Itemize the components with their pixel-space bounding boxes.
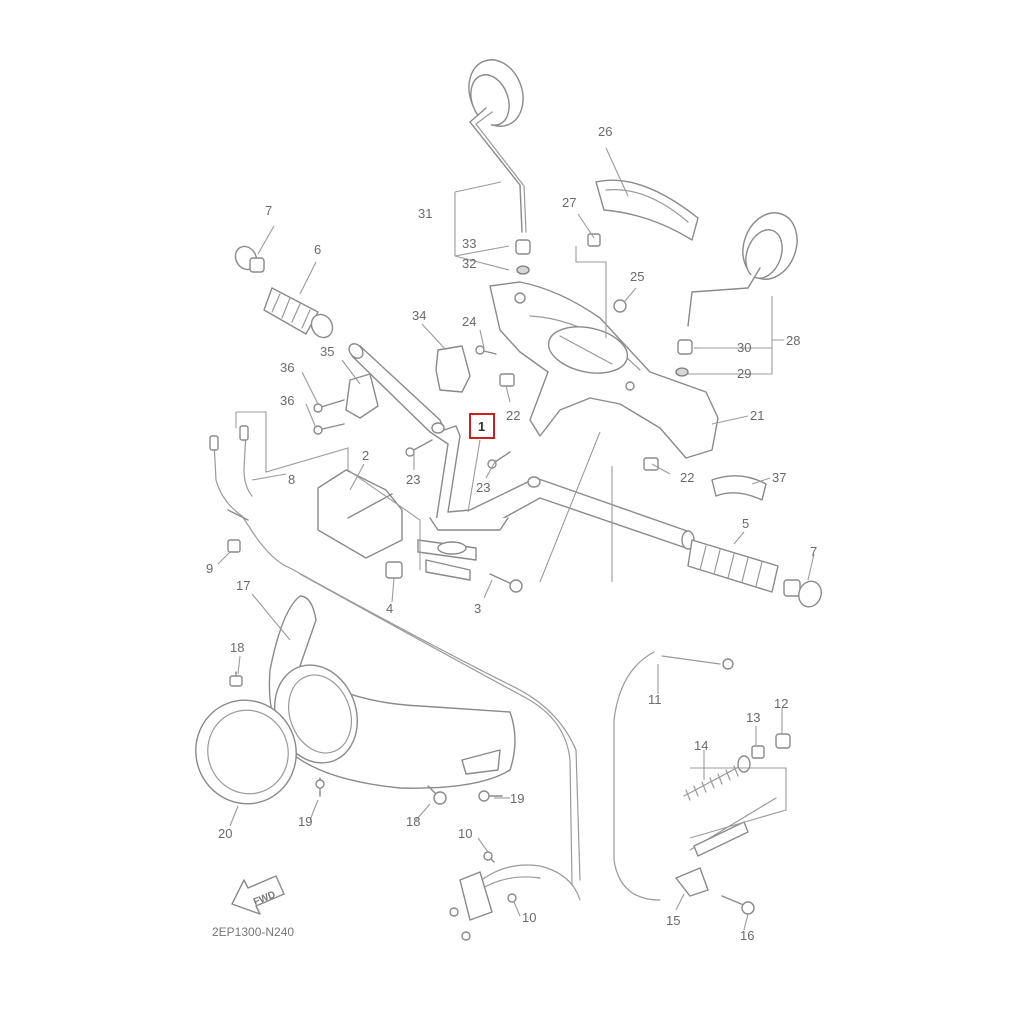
clip-22-left[interactable] — [499, 373, 515, 387]
callout-6: 6 — [314, 242, 321, 257]
bracket-15[interactable] — [675, 867, 709, 897]
bolt-9[interactable] — [227, 539, 241, 553]
holder-34[interactable] — [435, 345, 471, 393]
screw-36-lower[interactable] — [313, 423, 345, 435]
callout-11: 11 — [648, 692, 662, 707]
bolt-3[interactable] — [489, 573, 523, 593]
nut-4[interactable] — [385, 561, 403, 579]
spring-14[interactable] — [683, 755, 751, 801]
highlight-callout-1[interactable]: 1 — [469, 413, 495, 439]
callout-24: 24 — [462, 314, 476, 329]
callout-12: 12 — [774, 696, 788, 711]
nut-13[interactable] — [751, 745, 765, 759]
callout-32: 32 — [462, 256, 476, 271]
nut-32[interactable] — [516, 265, 530, 275]
grip-left-6[interactable] — [263, 287, 337, 341]
callout-17: 17 — [236, 578, 250, 593]
callout-10-lower: 10 — [522, 910, 536, 925]
callout-19-left: 19 — [298, 814, 312, 829]
callout-21: 21 — [750, 408, 764, 423]
callout-31: 31 — [418, 206, 432, 221]
screw-25[interactable] — [613, 299, 627, 313]
screw-19-right[interactable] — [478, 790, 503, 802]
callout-36-upper: 36 — [280, 360, 294, 375]
brake-cable-11[interactable] — [613, 651, 734, 901]
clamp-set[interactable] — [417, 539, 477, 581]
callout-20: 20 — [218, 826, 232, 841]
callout-14: 14 — [694, 738, 708, 753]
callout-16: 16 — [740, 928, 754, 943]
callout-8: 8 — [288, 472, 295, 487]
callout-18-lower: 18 — [406, 814, 420, 829]
screw-19-left[interactable] — [315, 777, 325, 797]
callout-22-right: 22 — [680, 470, 694, 485]
adjuster-rod[interactable] — [689, 797, 777, 857]
front-cover-17[interactable] — [261, 595, 516, 789]
callout-3: 3 — [474, 601, 481, 616]
callout-25: 25 — [630, 269, 644, 284]
callout-29: 29 — [737, 366, 751, 381]
screw-18-lower[interactable] — [427, 785, 447, 805]
callout-26: 26 — [598, 124, 612, 139]
screw-24[interactable] — [475, 345, 497, 355]
callout-2: 2 — [362, 448, 369, 463]
callout-9: 9 — [206, 561, 213, 576]
callout-13: 13 — [746, 710, 760, 725]
grip-end-left-7[interactable] — [231, 243, 265, 274]
nut-12[interactable] — [775, 733, 791, 749]
holder-clamp-2[interactable] — [317, 469, 403, 559]
callout-19-right: 19 — [510, 791, 524, 806]
right-mirror[interactable] — [687, 205, 806, 327]
headlight-rim-20[interactable] — [181, 686, 311, 818]
mirror-adapter-33[interactable] — [515, 239, 531, 255]
callout-22-left: 22 — [506, 408, 520, 423]
bolt-23-right[interactable] — [487, 451, 511, 469]
screw-18-upper[interactable] — [229, 671, 243, 687]
mirror-adapter-30[interactable] — [677, 339, 693, 355]
nut-29[interactable] — [675, 367, 689, 377]
leader-lines — [217, 147, 815, 931]
bracket-35[interactable] — [345, 373, 379, 419]
clip-22-right[interactable] — [643, 457, 659, 471]
handlebar-cover-upper[interactable] — [489, 281, 719, 459]
bolt-23-left[interactable] — [405, 439, 433, 457]
callout-37: 37 — [772, 470, 786, 485]
callout-15: 15 — [666, 913, 680, 928]
screw-36-upper[interactable] — [313, 399, 345, 413]
callout-33: 33 — [462, 236, 476, 251]
grip-end-right-7[interactable] — [783, 578, 825, 610]
callout-10-upper: 10 — [458, 826, 472, 841]
cable-guide-10[interactable] — [449, 851, 581, 941]
handlebar[interactable] — [346, 341, 695, 550]
cable-routing — [289, 567, 581, 885]
callout-30: 30 — [737, 340, 751, 355]
callout-7-left: 7 — [265, 203, 272, 218]
callout-1: 1 — [478, 419, 485, 434]
meter-cover[interactable] — [595, 179, 699, 241]
callout-36-lower: 36 — [280, 393, 294, 408]
callout-34: 34 — [412, 308, 426, 323]
callout-23-right: 23 — [476, 480, 490, 495]
callout-18-upper: 18 — [230, 640, 244, 655]
callout-23-left: 23 — [406, 472, 420, 487]
callout-35: 35 — [320, 344, 334, 359]
catalog-code: 2EP1300-N240 — [212, 925, 294, 939]
left-mirror[interactable] — [460, 52, 532, 233]
throttle-cable-8[interactable] — [209, 425, 291, 569]
fwd-arrow-icon: FWD — [231, 875, 285, 915]
clip-27[interactable] — [587, 233, 601, 247]
callout-7-right: 7 — [810, 544, 817, 559]
bolt-16[interactable] — [721, 895, 755, 915]
callout-4: 4 — [386, 601, 393, 616]
callout-27: 27 — [562, 195, 576, 210]
callout-labels: 31 33 32 7 6 26 27 25 28 30 29 21 34 35 … — [206, 124, 817, 943]
callout-28: 28 — [786, 333, 800, 348]
grip-right-5[interactable] — [687, 539, 779, 593]
callout-5: 5 — [742, 516, 749, 531]
band-37[interactable] — [711, 475, 767, 501]
